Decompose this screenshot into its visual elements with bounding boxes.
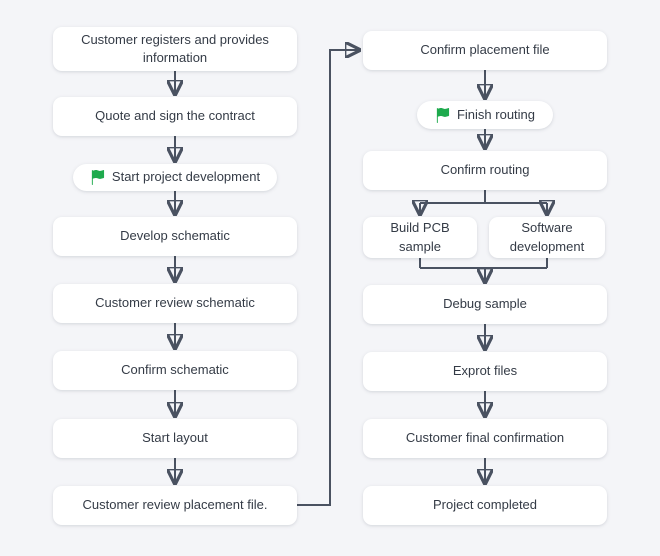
node-label: Start layout — [142, 430, 208, 446]
node-confirm-schematic: Confirm schematic — [53, 351, 297, 390]
node-label: Quote and sign the contract — [95, 108, 255, 124]
node-label: Project completed — [432, 497, 538, 513]
node-build-pcb-sample: Build PCB sample — [363, 217, 477, 258]
node-label: Confirm routing — [440, 162, 530, 178]
node-label: Develop schematic — [120, 228, 230, 244]
flag-icon — [435, 107, 450, 123]
node-label: Customer review schematic — [95, 295, 255, 311]
node-label: Exprot files — [452, 363, 518, 379]
milestone-finish-routing: Finish routing — [417, 101, 553, 129]
milestone-label: Start project development — [111, 169, 261, 185]
node-customer-registers: Customer registers and provides informat… — [53, 27, 297, 71]
node-project-completed: Project completed — [363, 486, 607, 525]
milestone-start-project-development: Start project development — [73, 164, 277, 191]
node-develop-schematic: Develop schematic — [53, 217, 297, 256]
node-customer-final-confirmation: Customer final confirmation — [363, 419, 607, 458]
node-label: Build PCB sample — [390, 220, 450, 254]
node-label: Customer final confirmation — [405, 430, 565, 446]
node-confirm-routing: Confirm routing — [363, 151, 607, 190]
node-software-development: Software development — [489, 217, 605, 258]
node-confirm-placement-file: Confirm placement file — [363, 31, 607, 70]
node-label: Confirm placement file — [420, 42, 550, 58]
node-customer-review-placement-file: Customer review placement file. — [53, 486, 297, 525]
node-label: Debug sample — [443, 296, 527, 312]
milestone-label: Finish routing — [456, 106, 536, 122]
node-label: Software development — [509, 220, 585, 254]
flag-icon — [90, 170, 105, 185]
node-label: Customer review placement file. — [82, 497, 268, 513]
node-label: Customer registers and provides informat… — [81, 31, 269, 65]
node-customer-review-schematic: Customer review schematic — [53, 284, 297, 323]
node-start-layout: Start layout — [53, 419, 297, 458]
node-label: Confirm schematic — [121, 362, 229, 378]
node-exprot-files: Exprot files — [363, 352, 607, 391]
node-debug-sample: Debug sample — [363, 285, 607, 324]
node-quote-sign-contract: Quote and sign the contract — [53, 97, 297, 136]
